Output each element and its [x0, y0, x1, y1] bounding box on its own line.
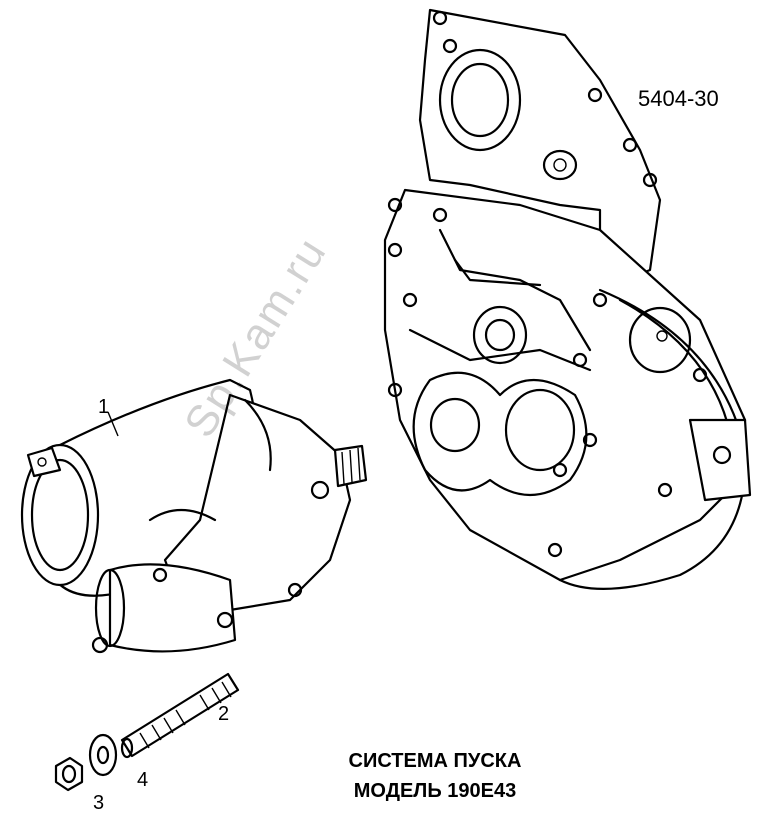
callout-1: 1: [98, 396, 110, 418]
stud-bolt: [120, 672, 240, 759]
figure-code: 5404-30: [638, 86, 719, 111]
hex-nut: [54, 756, 84, 792]
leader-line-1: [107, 411, 119, 437]
title-line-1: СИСТЕМА ПУСКА: [348, 750, 522, 772]
callout-2: 2: [218, 703, 230, 725]
diagram-title: СИСТЕМА ПУСКА МОДЕЛЬ 190E43: [300, 746, 570, 806]
engine-housing: [383, 8, 752, 590]
title-line-2: МОДЕЛЬ 190E43: [353, 780, 517, 802]
callout-3: 3: [93, 792, 105, 814]
callout-4: 4: [137, 769, 149, 791]
washer: [88, 733, 118, 777]
starter-motor: [20, 378, 368, 654]
